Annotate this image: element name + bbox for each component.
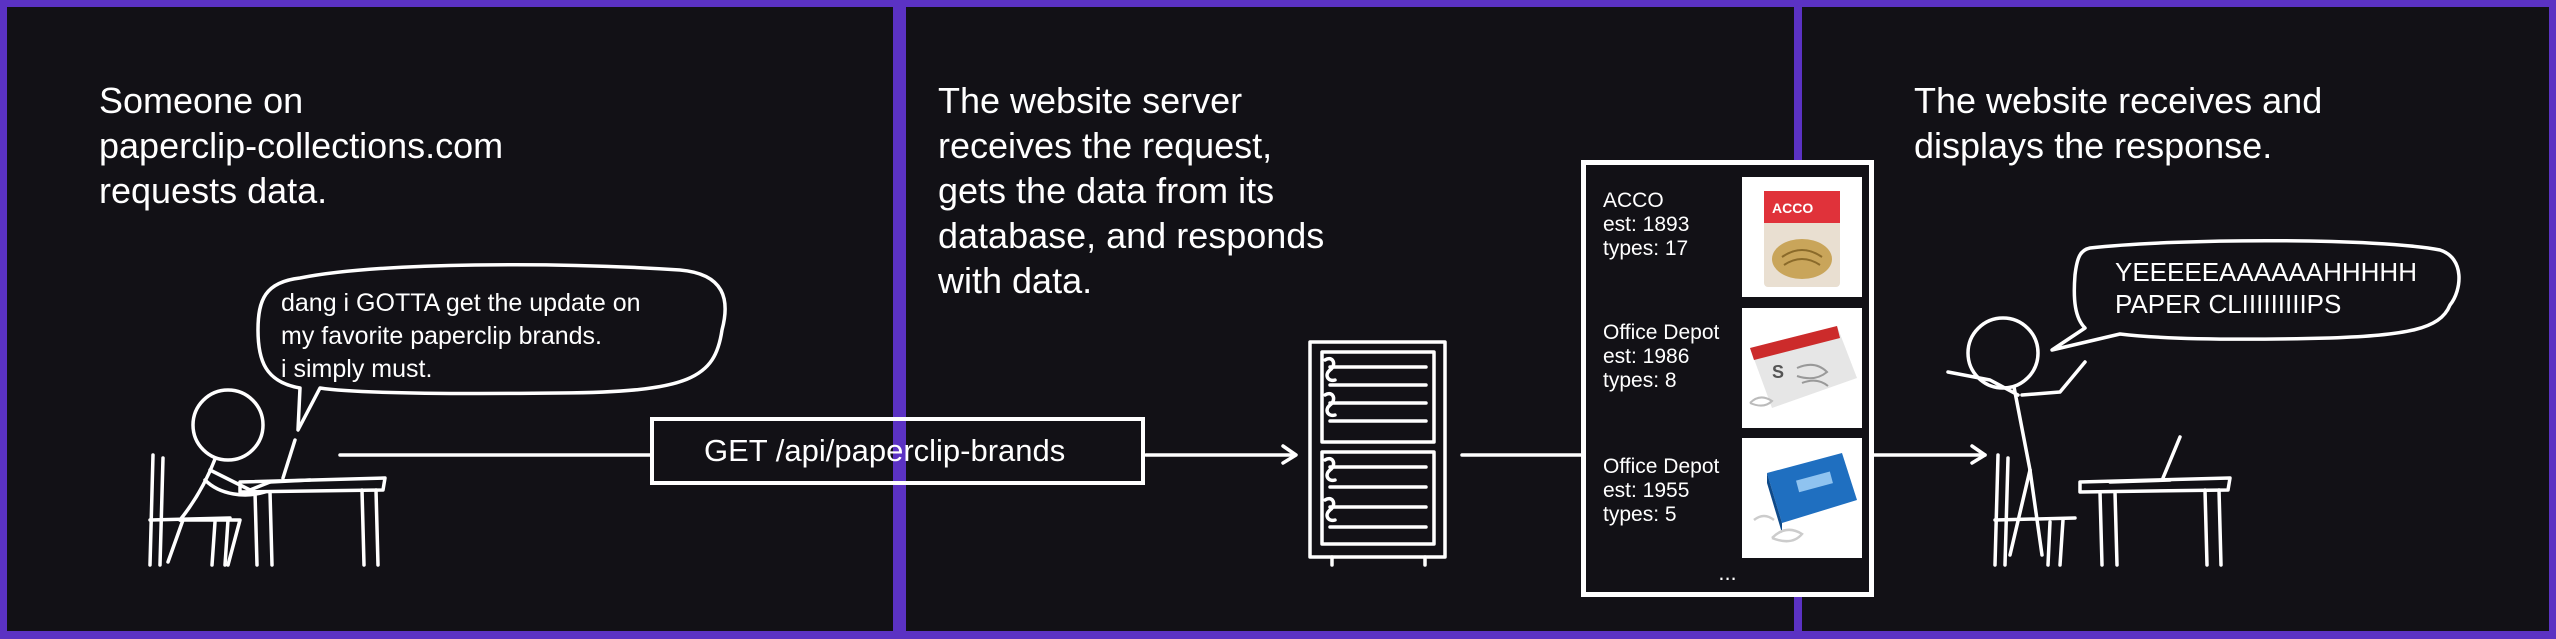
panel-client [7,7,893,631]
brand-name: Office Depot [1603,455,1720,478]
more-indicator: ... [1718,560,1737,585]
laptop-icon [268,438,312,484]
arrow-head-icon [1970,444,1987,465]
acco-paperclip-box-icon: ACCO [1742,177,1862,297]
brand-types: types: 17 [1603,237,1689,260]
brand-established: est: 1986 [1603,345,1690,368]
desk-icon [238,476,387,567]
desk-icon [2078,476,2232,567]
blue-paperclip-box-icon [1742,438,1862,558]
brand-types: types: 5 [1603,503,1677,526]
laptop-icon [2108,435,2182,484]
speech-bubble-client [256,263,727,432]
panel-display [1802,7,2549,631]
chair-icon [148,453,232,567]
svg-text:S: S [1772,362,1784,382]
chair-icon [1993,453,2077,567]
brand-name: Office Depot [1603,321,1720,344]
brand-types: types: 8 [1603,369,1677,392]
speech-text-client: dang i GOTTA get the update on my favori… [281,289,641,383]
request-label: GET /api/paperclip-brands [704,433,1066,468]
brand-established: est: 1893 [1603,213,1690,236]
caption-server: The website server receives the request,… [938,80,1325,301]
svg-text:ACCO: ACCO [1772,200,1813,216]
person-cheering-icon [1946,316,2087,557]
office-depot-paperclip-box-icon: S [1742,308,1862,428]
caption-client: Someone on paperclip-collections.com req… [99,80,504,211]
response-panel: ACCO est: 1893 types: 17 ACCO Office Dep… [1581,160,1874,597]
caption-display: The website receives and displays the re… [1914,80,2323,166]
arrow-head-icon [1281,444,1298,465]
request-label-box: GET /api/paperclip-brands [650,417,1145,485]
brand-established: est: 1955 [1603,479,1690,502]
server-rack-icon [1308,340,1447,567]
speech-bubble-display [2050,238,2461,352]
speech-text-display: YEEEEEAAAAAAHHHHH PAPER CLIIIIIIIIIPS [2115,257,2417,319]
brand-name: ACCO [1603,189,1664,212]
